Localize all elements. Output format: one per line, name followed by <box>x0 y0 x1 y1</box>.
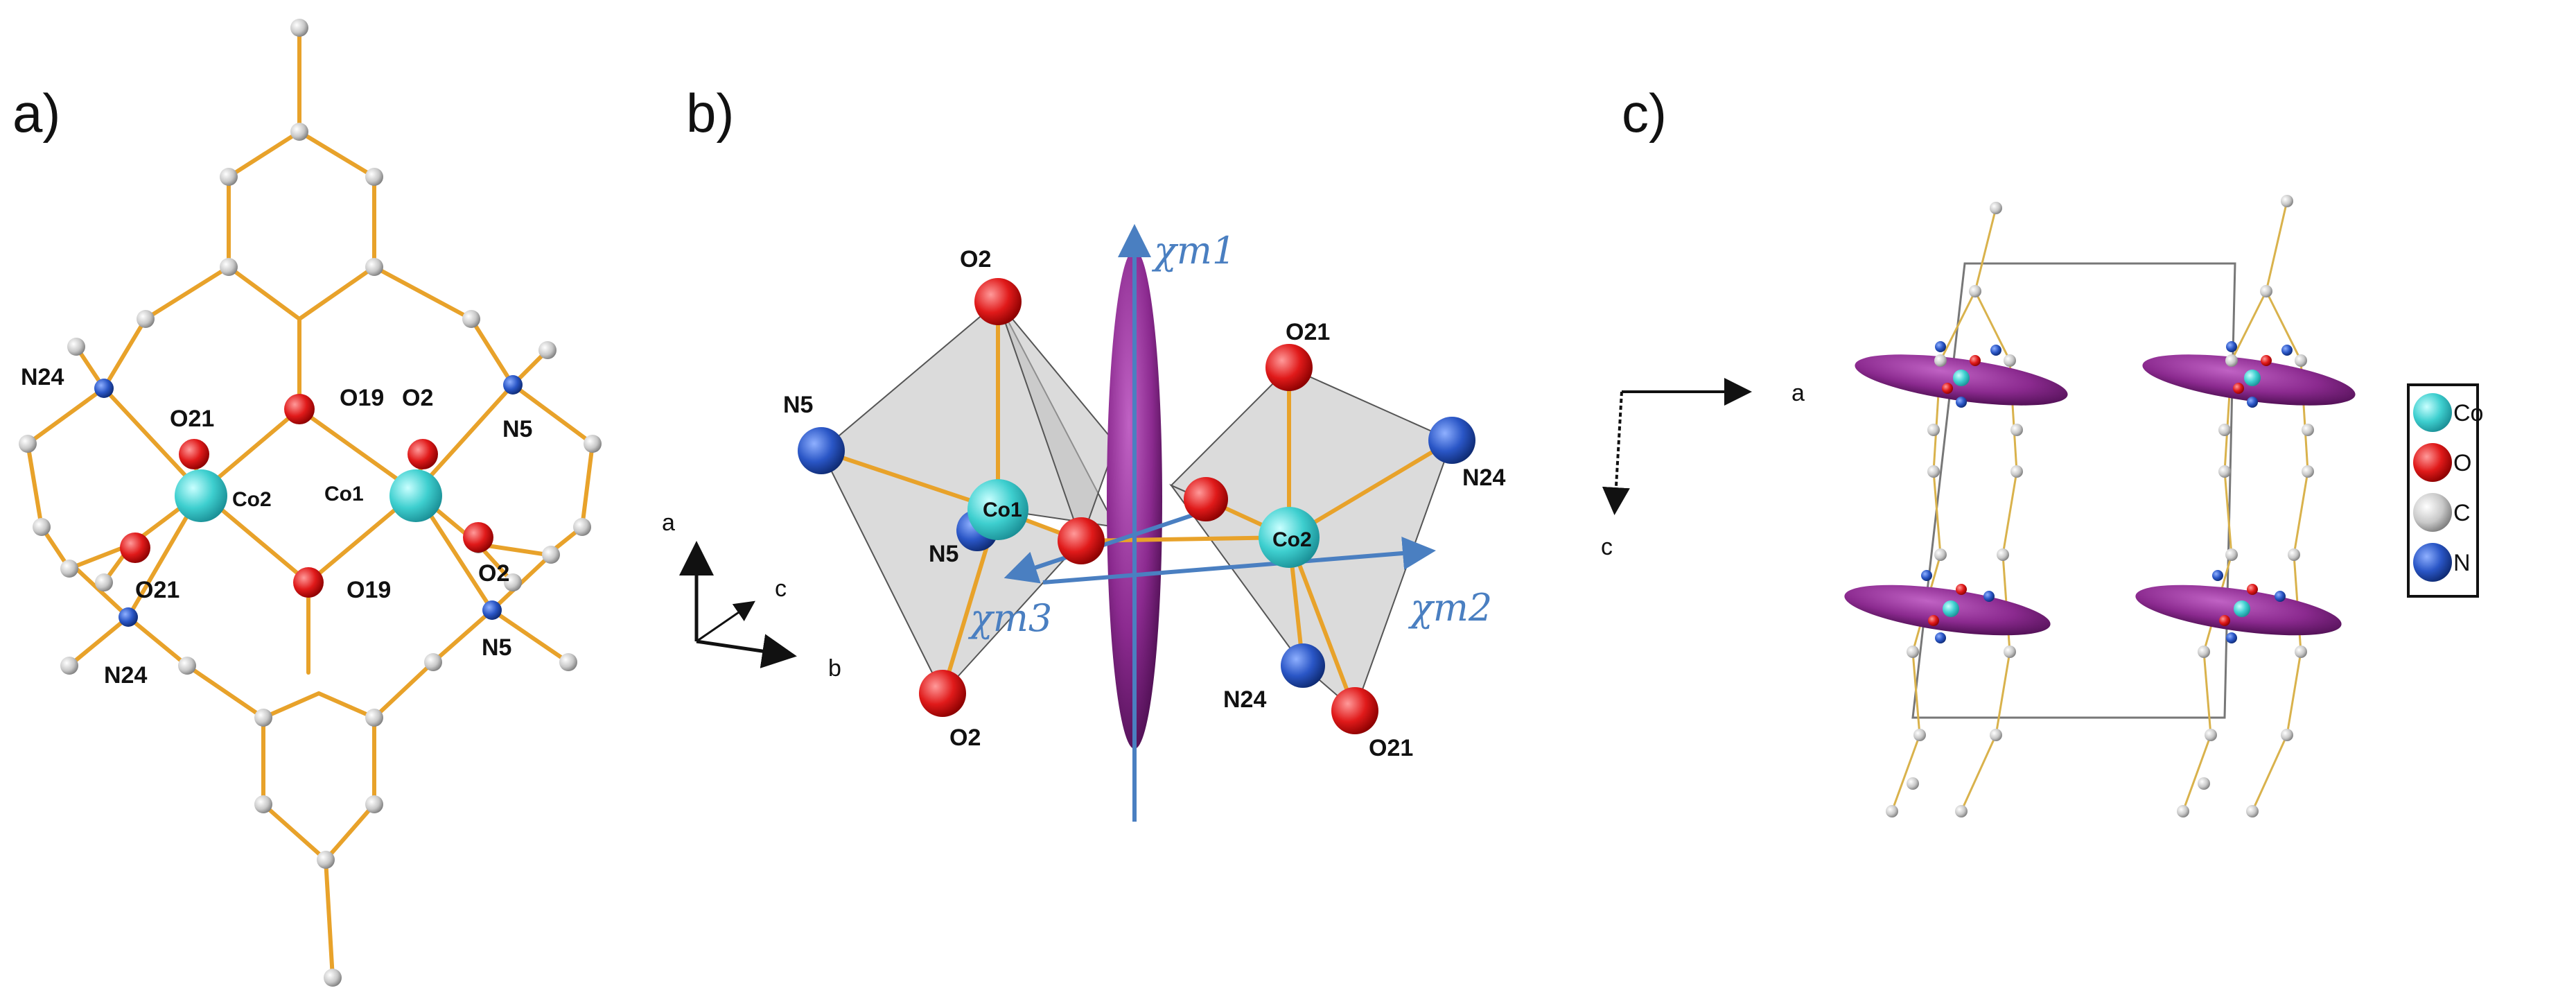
cobalt-atom-co2 <box>1259 507 1320 568</box>
axis-c-label: c <box>1601 534 1613 560</box>
cobalt-atom-co2 <box>175 469 227 522</box>
panel-c: c) a c <box>1601 83 2483 817</box>
panel-c-label: c) <box>1622 83 1667 144</box>
panel-c-axes: a c <box>1601 378 1805 560</box>
label-n5-left: N5 <box>783 392 813 418</box>
axis-a-label: a <box>662 510 675 536</box>
panel-a-label: a) <box>12 83 60 144</box>
label-co1: Co1 <box>324 483 364 505</box>
legend-swatch-c <box>2413 493 2452 532</box>
panel-a-atoms <box>19 19 602 987</box>
axis-b-label: b <box>828 655 841 682</box>
label-o21-top: O21 <box>170 406 214 432</box>
legend-label-n: N <box>2453 550 2471 576</box>
chi-m2-label: χm2 <box>1408 586 1492 630</box>
nitrogen-atom <box>94 379 114 398</box>
label-n5-top: N5 <box>502 416 532 442</box>
label-o19-top: O19 <box>340 385 384 411</box>
chi-m3-arrow <box>1004 504 1220 584</box>
label-n24-top: N24 <box>21 364 64 390</box>
legend-swatch-n <box>2413 543 2452 582</box>
label-n5-bottom: N5 <box>482 634 511 661</box>
panel-a: a) <box>12 19 602 987</box>
label-n24-bottom: N24 <box>1223 686 1266 713</box>
legend-swatch-co <box>2413 393 2452 432</box>
legend-item-n: N <box>2413 543 2471 582</box>
panel-b-axes: a b c <box>662 510 841 682</box>
label-co2: Co2 <box>232 488 272 511</box>
panel-b-chi-arrows: χm1 χm2 χm3 <box>967 224 1492 822</box>
label-o21-top: O21 <box>1286 319 1330 345</box>
label-o21-bottom: O21 <box>1369 735 1413 761</box>
legend-label-o: O <box>2453 450 2471 476</box>
oxygen-atom <box>284 394 315 424</box>
legend-label-c: C <box>2453 500 2471 526</box>
legend-swatch-o <box>2413 443 2452 482</box>
panel-a-atom-labels: N24 O21 O19 O2 N5 Co2 Co1 O21 O19 O2 N24… <box>21 364 532 689</box>
label-o2-bottom: O2 <box>478 560 509 587</box>
legend-label-co: Co <box>2453 400 2483 426</box>
legend-item-co: Co <box>2413 393 2483 432</box>
carbon-atom <box>290 19 308 37</box>
unit-cell <box>1911 262 2236 719</box>
label-n5-inner: N5 <box>929 541 958 567</box>
panel-c-molecules <box>1844 195 2356 817</box>
label-o2-bottom: O2 <box>949 725 981 751</box>
label-co2: Co2 <box>1272 528 1312 551</box>
label-o21-bottom: O21 <box>135 577 179 603</box>
legend-item-o: O <box>2413 443 2471 482</box>
panel-b-label: b) <box>686 83 734 144</box>
axis-a-label: a <box>1791 380 1805 406</box>
label-o2-top: O2 <box>960 246 991 272</box>
molecule-column-left <box>1844 202 2068 817</box>
panel-b-atom-labels: O2 O21 N5 N24 Co1 Co2 N5 O2 N24 O21 <box>783 246 1505 761</box>
cobalt-atom-co1 <box>389 469 442 522</box>
label-o2-top: O2 <box>402 385 433 411</box>
panel-a-bonds <box>26 26 595 980</box>
label-o19-bottom: O19 <box>347 577 391 603</box>
chi-m1-label: χm1 <box>1151 229 1236 272</box>
label-co1: Co1 <box>983 499 1022 521</box>
panel-b-atoms <box>798 278 1475 734</box>
label-n24-right: N24 <box>1462 465 1505 491</box>
cobalt-atom-co1 <box>967 479 1028 540</box>
chi-m2-arrow <box>1042 536 1436 585</box>
molecule-column-right <box>2135 195 2356 817</box>
panel-b: b) a b c <box>662 83 1505 822</box>
chi-m3-label: χm3 <box>967 596 1052 640</box>
legend-item-c: C <box>2413 493 2471 532</box>
label-n24-bottom: N24 <box>104 662 147 689</box>
axis-c-label: c <box>775 575 787 602</box>
